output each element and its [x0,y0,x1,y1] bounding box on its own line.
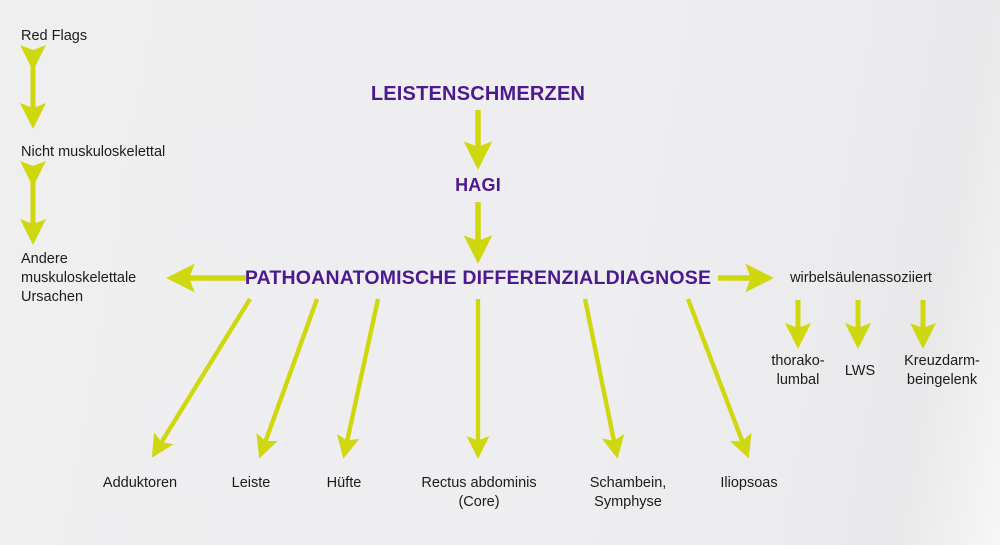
arrow-to-adduktoren [151,297,252,458]
label-andere-muskuloskelettale-ursachen: Andere muskuloskelettale Ursachen [21,251,137,305]
label-lws: LWS [844,363,876,379]
heading-leistenschmerzen: LEISTENSCHMERZEN [370,83,586,105]
heading-hagi: HAGI [455,175,501,195]
arrow-to-huefte [336,298,381,459]
label-leiste: Leiste [231,475,271,491]
arrow-to-iliopsoas [685,298,752,459]
heading-pathoanatomische-differenzialdiagnose: PATHOANATOMISCHE DIFFERENZIALDIAGNOSE [244,267,712,289]
label-adduktoren: Adduktoren [102,475,178,491]
arrow-to-schambein-symphyse [582,298,625,459]
label-wirbelsaeulenassoziiert: wirbelsäulenassoziiert [790,270,932,286]
label-red-flags: Red Flags [21,28,88,44]
label-nicht-muskuloskelettal: Nicht muskuloskelettal [21,144,166,160]
label-thorako-lumbal: thorako- lumbal [771,353,825,388]
label-schambein-symphyse: Schambein, Symphyse [589,475,667,510]
label-iliopsoas: Iliopsoas [720,475,778,491]
label-rectus-abdominis-core: Rectus abdominis (Core) [421,475,537,510]
label-huefte: Hüfte [326,475,362,491]
label-kreuzdarm-beingelenk: Kreuzdarm- beingelenk [904,353,980,388]
arrow-to-leiste [256,298,320,459]
